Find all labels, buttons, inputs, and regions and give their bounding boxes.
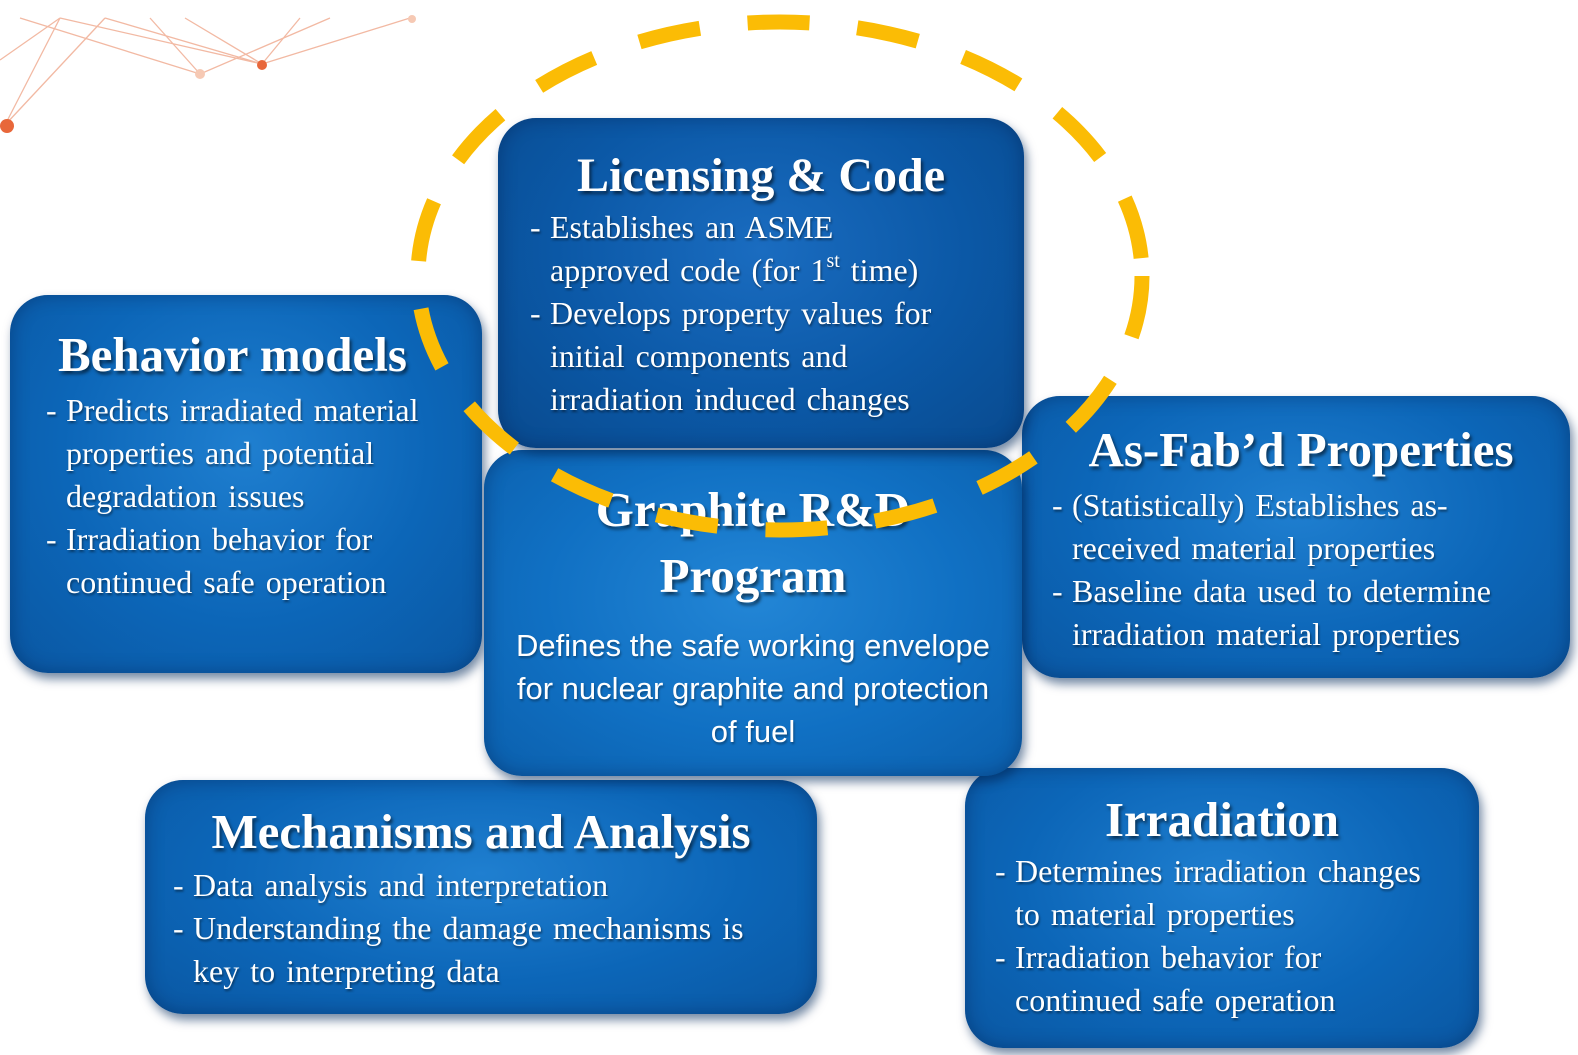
graphite-program-title-line1: Graphite R&D (595, 482, 911, 537)
irradiation-box: Irradiation Determines irradiation chang… (965, 768, 1479, 1048)
mechanisms-bullet-2: Understanding the damage mechanisms is k… (173, 907, 783, 993)
asfab-properties-title: As-Fab’d Properties (1088, 422, 1514, 477)
mechanisms-bullet-1: Data analysis and interpretation (173, 864, 783, 907)
licensing-bullet-1: Establishes an ASME approved code (for 1… (530, 206, 990, 292)
licensing-code-bullets: Establishes an ASME approved code (for 1… (530, 206, 990, 421)
irradiation-bullet-1: Determines irradiation changes to materi… (995, 850, 1455, 936)
mechanisms-analysis-title: Mechanisms and Analysis (211, 804, 751, 859)
network-decoration-icon (0, 15, 416, 133)
mechanisms-analysis-bullets: Data analysis and interpretation Underst… (173, 864, 783, 993)
mechanisms-analysis-box: Mechanisms and Analysis Data analysis an… (145, 780, 817, 1014)
graphite-program-box: Graphite R&D Program Defines the safe wo… (484, 450, 1022, 776)
behavior-models-bullets: Predicts irradiated material properties … (46, 389, 436, 604)
irradiation-title: Irradiation (1104, 792, 1340, 847)
irradiation-bullet-2: Irradiation behavior for continued safe … (995, 936, 1455, 1022)
graphite-program-title-line2: Program (659, 548, 847, 603)
behavior-bullet-2: Irradiation behavior for continued safe … (46, 518, 436, 604)
behavior-models-box: Behavior models Predicts irradiated mate… (10, 295, 482, 673)
licensing-bullet-2: Develops property values for initial com… (530, 292, 990, 421)
asfab-bullet-2: Baseline data used to determine irradiat… (1052, 570, 1552, 656)
graphite-program-description: Defines the safe working envelope for nu… (516, 628, 990, 749)
behavior-bullet-1: Predicts irradiated material properties … (46, 389, 436, 518)
asfab-properties-box: As-Fab’d Properties (Statistically) Esta… (1022, 396, 1570, 678)
licensing-code-box: Licensing & Code Establishes an ASME app… (498, 118, 1024, 448)
licensing-code-title: Licensing & Code (576, 149, 945, 202)
behavior-models-title: Behavior models (58, 327, 407, 382)
irradiation-bullets: Determines irradiation changes to materi… (995, 850, 1455, 1022)
asfab-bullet-1: (Statistically) Establishes as-received … (1052, 484, 1552, 570)
asfab-properties-bullets: (Statistically) Establishes as-received … (1052, 484, 1552, 656)
